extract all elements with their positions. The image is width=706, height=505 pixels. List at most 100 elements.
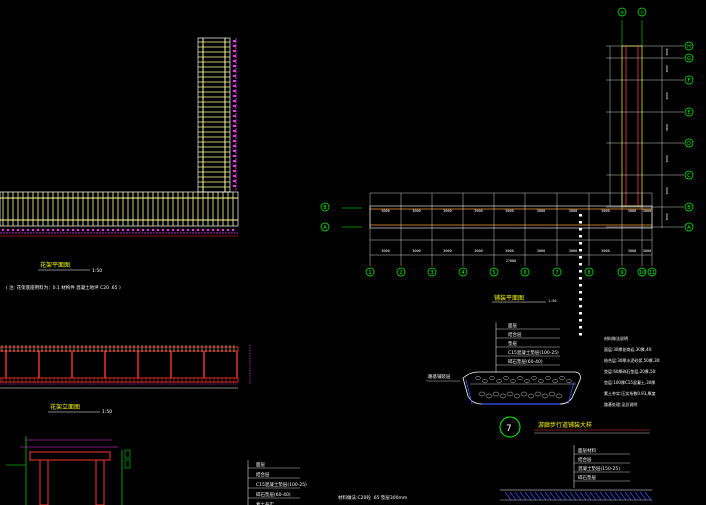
joint-mark [127, 229, 129, 231]
joint-mark [233, 65, 236, 67]
joint-mark [72, 229, 74, 231]
segment-dimension: 3000 [381, 249, 389, 253]
axis-bubble-top-10: ⑩ [617, 7, 627, 17]
joint-mark [233, 100, 236, 102]
text-mark [579, 298, 582, 301]
hatch-line [574, 491, 582, 501]
elevation-scale: 1:50 [102, 409, 112, 415]
axis-label: C [687, 173, 691, 179]
joint-mark [233, 150, 236, 152]
detail-layer-label: 面层材料 [578, 447, 596, 454]
joint-mark [207, 229, 209, 231]
hatch-line [639, 491, 647, 501]
vertical-text-column [579, 214, 582, 336]
detail-number: 7 [506, 424, 512, 434]
hatch-line [619, 491, 627, 501]
axis-label: B [687, 205, 691, 211]
axis-label: 7 [555, 270, 558, 276]
joint-mark [233, 185, 236, 187]
pebble [499, 393, 507, 399]
joint-mark [172, 229, 174, 231]
joint-mark [97, 229, 99, 231]
bottom-layer-label: 素土夯实 [256, 501, 274, 505]
hatch-line [519, 491, 527, 501]
joint-mark [147, 229, 149, 231]
joint-mark [217, 229, 219, 231]
joint-mark [192, 229, 194, 231]
pergola-plan [0, 37, 239, 237]
joint-mark [37, 229, 39, 231]
vertical-dimension: 3000 [665, 124, 669, 131]
joint-mark [233, 115, 236, 117]
vertical-dimension: 3000 [665, 155, 669, 162]
axis-label: 10 [639, 270, 645, 276]
joint-mark [77, 229, 79, 231]
joint-mark [233, 120, 236, 122]
text-mark [579, 263, 582, 266]
segment-dimension: 3000 [381, 209, 389, 213]
hatch-line [594, 491, 602, 501]
joint-mark [197, 229, 199, 231]
segment-dimension: 3000 [443, 249, 451, 253]
pebble [552, 379, 558, 383]
pebble [566, 379, 572, 383]
axis-bubble-bottom-A: A [320, 222, 330, 232]
joint-mark [102, 229, 104, 231]
section-side-label: 路基铺装层 [428, 373, 451, 380]
detail-number-circle [499, 416, 521, 438]
hatch-line [524, 491, 532, 501]
joint-mark [233, 180, 236, 182]
segment-dimension: 3000 [628, 209, 636, 213]
joint-mark [232, 229, 234, 231]
text-mark [579, 256, 582, 259]
joint-mark [233, 80, 236, 82]
axis-bubble-col-1: 1 [365, 267, 375, 277]
joint-mark [233, 95, 236, 97]
joint-mark [87, 229, 89, 231]
pebble [524, 379, 530, 383]
pebble [534, 391, 542, 397]
pebble [517, 376, 523, 380]
section-scale: 1:50 [548, 299, 556, 303]
joint-mark [7, 229, 9, 231]
joint-mark [67, 229, 69, 231]
axis-bubble-col-7: 7 [552, 267, 562, 277]
bottom-layer-label: 面层 [256, 462, 265, 468]
joint-mark [227, 229, 229, 231]
text-mark [579, 319, 582, 322]
axis-label: 9 [620, 270, 623, 276]
axis-label: E [687, 110, 690, 116]
section-layer-label: 碎石垫层(60-40) [508, 358, 543, 365]
text-mark [579, 284, 582, 287]
pergola-elevation [0, 345, 251, 389]
joint-mark [212, 229, 214, 231]
joint-mark [152, 229, 154, 231]
joint-mark [32, 229, 34, 231]
vertical-dimension: 3000 [665, 48, 669, 55]
axis-bubble-col-8: 8 [584, 267, 594, 277]
bottom-layer-label: 结合层 [256, 471, 270, 478]
segment-dimension: 3000 [443, 209, 451, 213]
axis-label: 11 [649, 270, 655, 276]
joint-mark [222, 229, 224, 231]
segment-dimension: 3000 [569, 209, 577, 213]
axis-label: G [687, 56, 691, 62]
axis-bubble-col-5: 5 [489, 267, 499, 277]
pebble [541, 393, 549, 399]
joint-mark [132, 229, 134, 231]
text-mark [579, 326, 582, 329]
pebble [510, 379, 516, 383]
plan-title: 花架平面图 [40, 261, 70, 269]
joint-mark [233, 55, 236, 57]
joint-mark [233, 140, 236, 142]
hatch-line [614, 491, 622, 501]
detail-hatch [500, 491, 652, 501]
hatch-line [529, 491, 537, 501]
detail-layer-label: 混凝土垫层(150-25) [578, 465, 620, 472]
text-mark [579, 305, 582, 308]
joint-mark [47, 229, 49, 231]
axis-bubble-row-A: A [684, 222, 694, 232]
